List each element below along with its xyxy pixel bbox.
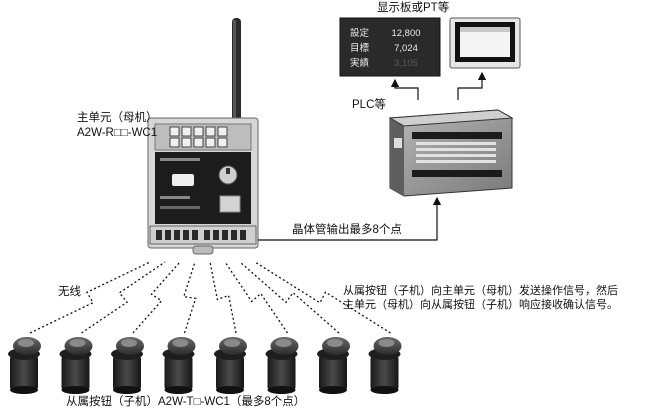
wireless-links [29,261,391,334]
wireless-link [132,261,181,334]
wireless-label: 无线 [58,286,81,298]
slave-button [111,337,144,394]
output-label: 晶体管输出最多8个点 [292,224,402,236]
wireless-link [239,261,340,334]
slave-button [214,337,247,394]
antenna [232,18,241,126]
plc-to-display-arrows [390,71,487,100]
slave-button [317,337,350,394]
main-unit-model: A2W-R□□-WC1 [77,127,158,139]
display-row-label-2: 目標 [350,42,370,54]
slave-buttons [8,337,402,394]
slave-button [265,337,299,394]
display-row-value-3: 3,105 [394,58,418,69]
wireless-link [81,261,166,334]
slave-button [8,337,41,394]
pt-panel [449,17,521,69]
wireless-link [209,261,237,334]
display-row-label-3: 実績 [350,57,370,69]
display-row-value-1: 12,800 [391,28,420,39]
main-unit-title: 主单元（母机） [77,112,158,124]
slave-button [59,337,93,394]
output-arrow [258,196,442,241]
display-row-value-2: 7,024 [394,43,418,54]
display-title: 显示板或PT等 [377,2,450,14]
slave-button [368,337,402,394]
display-board: 設定 12,800 目標 7,024 実績 3,105 [339,17,441,77]
wireless-link [29,261,151,334]
main-unit-device [147,117,259,255]
plc-label: PLC等 [352,99,386,111]
wireless-link [224,261,289,334]
slave-buttons-label: 从属按钮（子机）A2W-T□-WC1（最多8个点） [66,396,306,408]
description-line-1: 从属按钮（子机）向主单元（母机）发送操作信号，然后 [343,285,618,297]
wireless-link [182,261,197,334]
display-row-label-1: 設定 [350,27,370,39]
wireless-link [254,261,391,334]
slave-button [162,337,196,394]
plc-device [388,109,514,197]
description-line-2: 主单元（母机）向从属按钮（子机）响应接收确认信号。 [343,299,618,311]
